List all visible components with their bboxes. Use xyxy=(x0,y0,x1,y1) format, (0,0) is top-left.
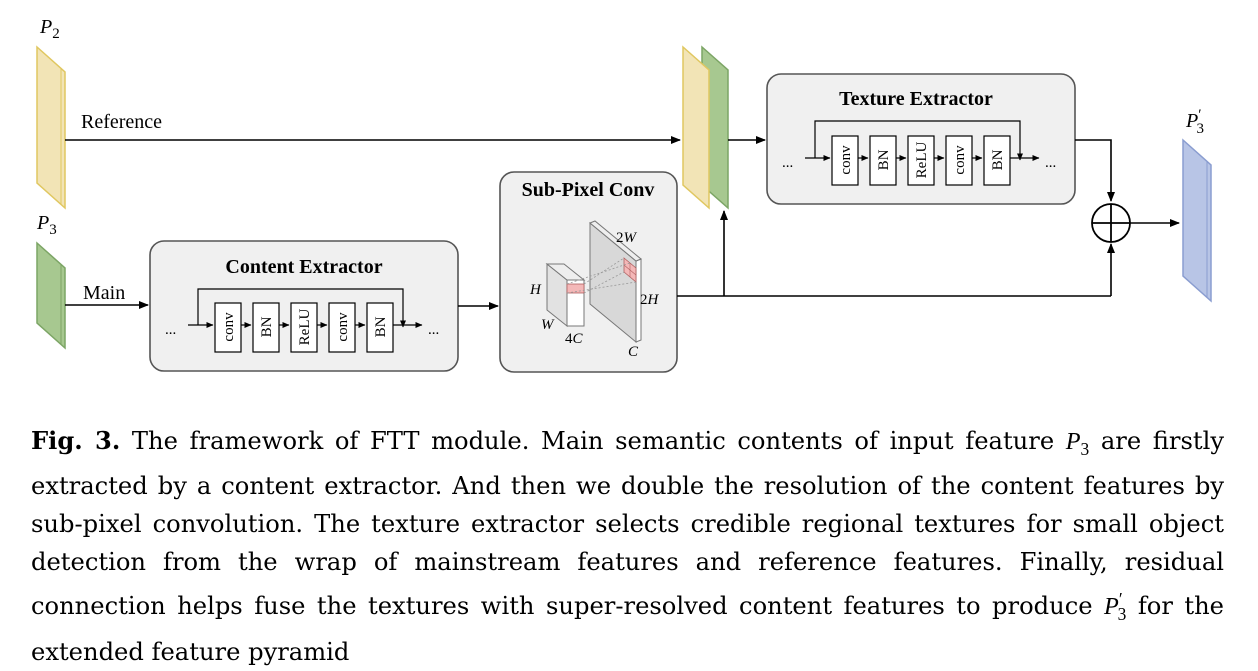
caption-var-p3-prime: P′3 xyxy=(1104,589,1127,625)
texture-layer-bn-2 xyxy=(983,135,1011,186)
svg-text:4C: 4C xyxy=(565,331,584,347)
content-extractor-block: Content Extractor ... conv BN ReLU conv … xyxy=(149,240,459,372)
svg-text:BN: BN xyxy=(373,316,389,337)
p3-feature-map xyxy=(36,241,66,350)
p2-feature-map xyxy=(36,45,66,210)
svg-text:C: C xyxy=(628,344,639,360)
svg-text:2W: 2W xyxy=(616,230,638,246)
svg-text:ReLU: ReLU xyxy=(297,309,313,346)
texture-layer-relu xyxy=(907,135,935,186)
p3-prime-feature-map xyxy=(1182,138,1212,303)
svg-text:BN: BN xyxy=(259,316,275,337)
content-layer-conv-1 xyxy=(214,302,242,353)
svg-text:BN: BN xyxy=(990,149,1006,170)
p2-label: P2 xyxy=(39,16,60,42)
svg-text:BN: BN xyxy=(876,149,892,170)
texture-extractor-title: Texture Extractor xyxy=(839,88,993,110)
p3-prime-label: P′3 xyxy=(1185,107,1204,137)
subpixel-conv-block: Sub-Pixel Conv H W 4C 2W 2H C xyxy=(499,171,678,373)
caption-var-p3: P3 xyxy=(1065,428,1090,459)
main-label: Main xyxy=(83,282,125,304)
ftt-framework-diagram: P2 P3 Reference Main Content Extractor .… xyxy=(36,16,1212,373)
content-layer-bn-1 xyxy=(252,302,280,353)
subpixel-input-highlight xyxy=(566,283,585,294)
caption-text-1: The framework of FTT module. Main semant… xyxy=(120,427,1066,455)
texture-extractor-ellipsis-left: ... xyxy=(782,155,793,171)
content-extractor-title: Content Extractor xyxy=(225,256,382,278)
svg-text:2H: 2H xyxy=(640,292,660,308)
texture-layer-bn-1 xyxy=(869,135,897,186)
concat-reference-feature xyxy=(682,45,710,210)
figure-caption: Fig. 3. The framework of FTT module. Mai… xyxy=(31,422,1224,671)
reference-label: Reference xyxy=(81,111,162,133)
content-layer-conv-2 xyxy=(328,302,356,353)
svg-text:conv: conv xyxy=(335,312,351,342)
caption-label: Fig. 3. xyxy=(31,426,121,455)
content-layer-relu xyxy=(290,302,318,353)
texture-extractor-block: Texture Extractor ... conv BN ReLU conv … xyxy=(766,73,1076,205)
texture-layer-conv-1 xyxy=(831,135,859,186)
svg-text:conv: conv xyxy=(221,312,237,342)
svg-text:conv: conv xyxy=(838,145,854,175)
svg-text:ReLU: ReLU xyxy=(914,142,930,179)
content-extractor-ellipsis-left: ... xyxy=(165,322,176,338)
content-layer-bn-2 xyxy=(366,302,394,353)
svg-text:conv: conv xyxy=(952,145,968,175)
content-extractor-ellipsis-right: ... xyxy=(428,322,439,338)
svg-text:W: W xyxy=(541,317,555,333)
svg-text:H: H xyxy=(529,282,542,298)
p3-label: P3 xyxy=(36,212,57,238)
caption-text-2: are firstly extracted by a content extra… xyxy=(31,427,1224,621)
texture-layer-conv-2 xyxy=(945,135,973,186)
texture-extractor-ellipsis-right: ... xyxy=(1045,155,1056,171)
sum-node xyxy=(1091,203,1131,243)
subpixel-conv-title: Sub-Pixel Conv xyxy=(522,179,655,201)
